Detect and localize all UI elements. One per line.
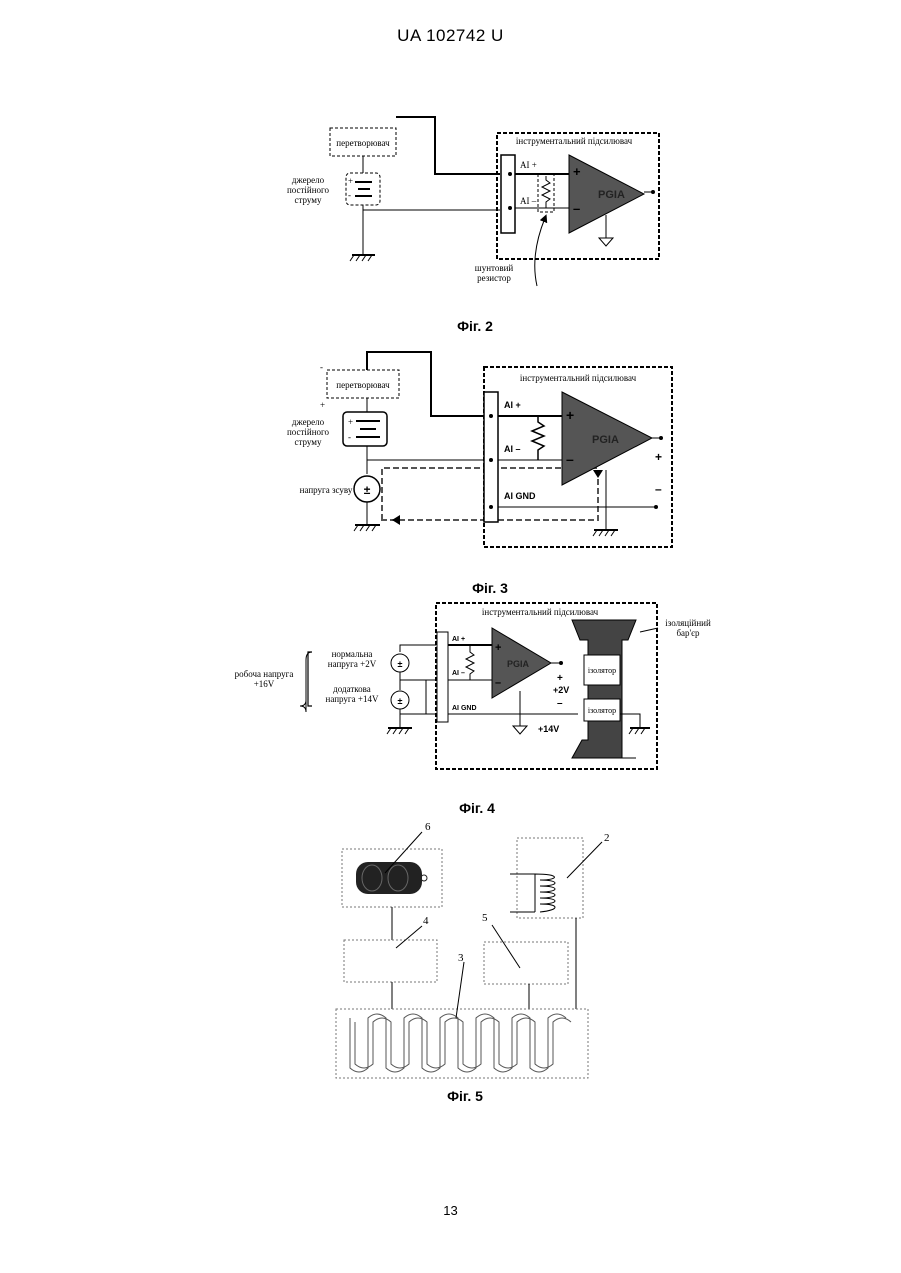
svg-text:-: -: [348, 190, 351, 200]
normal-source-pm: ±: [398, 659, 403, 669]
ai-gnd-label: AI GND: [452, 705, 477, 712]
figure-4-caption: Фіг. 4: [459, 800, 495, 816]
block-3: [336, 1009, 588, 1078]
pgia-label: PGIA: [507, 659, 530, 669]
output-minus-sign: –: [557, 698, 563, 709]
label-3: 3: [458, 952, 464, 964]
output-minus-sign: –: [655, 482, 662, 496]
isolation-barrier-label-2: бар'єр: [676, 628, 700, 638]
minus-input-sign: –: [566, 451, 574, 467]
ai-minus-label: AI –: [452, 670, 465, 677]
output-plus-sign: +: [655, 450, 662, 464]
amplifier-label: інструментальний підсилювач: [482, 607, 599, 617]
cylinder-element: [356, 862, 422, 894]
extra-voltage-label-1: додаткова: [333, 684, 371, 694]
ai-gnd-label: AI GND: [504, 491, 536, 501]
amplifier-label: інструментальний підсилювач: [520, 373, 637, 383]
ai-plus-label: AI +: [520, 160, 537, 170]
figure-5-caption: Фіг. 5: [447, 1088, 483, 1104]
extra-source-pm: ±: [398, 696, 403, 706]
extra-voltage-label-2: напруга +14V: [326, 694, 379, 704]
output-plus-sign: +: [557, 673, 563, 684]
plus-input-sign: +: [566, 407, 574, 423]
figure-3: перетворювач - + + - джерело постійного …: [287, 352, 672, 596]
meander-heater: [350, 1014, 566, 1072]
plus-input-sign: +: [573, 164, 581, 179]
bias-pm-sign: ±: [364, 483, 371, 497]
minus-input-sign: –: [495, 677, 501, 689]
plus-input-sign: +: [495, 642, 501, 654]
v14-label: +14V: [538, 724, 559, 734]
source-label-1: джерело: [292, 175, 325, 185]
isolator-2-label: ізолятор: [588, 706, 616, 715]
pgia-label: PGIA: [598, 189, 625, 201]
normal-voltage-label-1: нормальна: [332, 649, 373, 659]
shunt-resistor-label-2: резистор: [477, 273, 511, 283]
working-voltage-label-1: робоча напруга: [235, 669, 294, 679]
svg-text:+: +: [348, 176, 353, 186]
figure-4: інструментальний підсилювач ізоляційний …: [235, 603, 711, 816]
resistor: [466, 645, 474, 680]
heater-coil: [535, 874, 555, 912]
block-2: [517, 838, 583, 918]
bias-voltage-label: напруга зсуву: [300, 485, 353, 495]
v2-label: +2V: [553, 685, 569, 695]
ai-minus-label: AI –: [504, 444, 521, 454]
label-6: 6: [425, 821, 431, 833]
block-5: [484, 942, 568, 984]
ai-minus-label: AI –: [520, 196, 537, 206]
meander-heater-inner: [355, 1018, 571, 1068]
figure-2-caption: Фіг. 2: [457, 318, 493, 334]
isolation-barrier-label-1: ізоляційний: [665, 618, 711, 628]
resistor: [532, 416, 544, 460]
terminal-block: [501, 155, 515, 233]
label-4: 4: [423, 915, 429, 927]
terminal-block: [437, 632, 448, 722]
isolation-barrier: [572, 620, 636, 758]
block-4: [344, 940, 437, 982]
label-2: 2: [604, 832, 610, 844]
figure-2: перетворювач + - джерело постійного стру…: [287, 117, 659, 334]
source-label-3: струму: [295, 195, 322, 205]
svg-text:-: -: [320, 362, 323, 372]
svg-text:+: +: [320, 400, 325, 410]
amplifier-label: інструментальний підсилювач: [516, 136, 633, 146]
figure-5: 6 4 2 5 3 Фіг. 5: [336, 821, 610, 1104]
figure-3-caption: Фіг. 3: [472, 580, 508, 596]
svg-text:-: -: [348, 432, 351, 442]
source-label-2: постійного: [287, 427, 330, 437]
source-label-2: постійного: [287, 185, 330, 195]
source-label-3: струму: [295, 437, 322, 447]
label-5: 5: [482, 912, 488, 924]
pgia-label: PGIA: [592, 434, 619, 446]
ai-plus-label: AI +: [452, 636, 465, 643]
minus-input-sign: –: [573, 201, 580, 216]
converter-label: перетворювач: [336, 380, 390, 390]
working-voltage-label-2: +16V: [254, 679, 275, 689]
page-number: 13: [0, 1203, 901, 1218]
terminal-block: [484, 392, 498, 522]
svg-text:+: +: [348, 417, 353, 427]
source-label-1: джерело: [292, 417, 325, 427]
ai-plus-label: AI +: [504, 400, 521, 410]
normal-voltage-label-2: напруга +2V: [328, 659, 377, 669]
converter-label: перетворювач: [336, 138, 390, 148]
shunt-resistor-label-1: шунтовий: [475, 263, 514, 273]
isolator-1-label: ізолятор: [588, 666, 616, 675]
